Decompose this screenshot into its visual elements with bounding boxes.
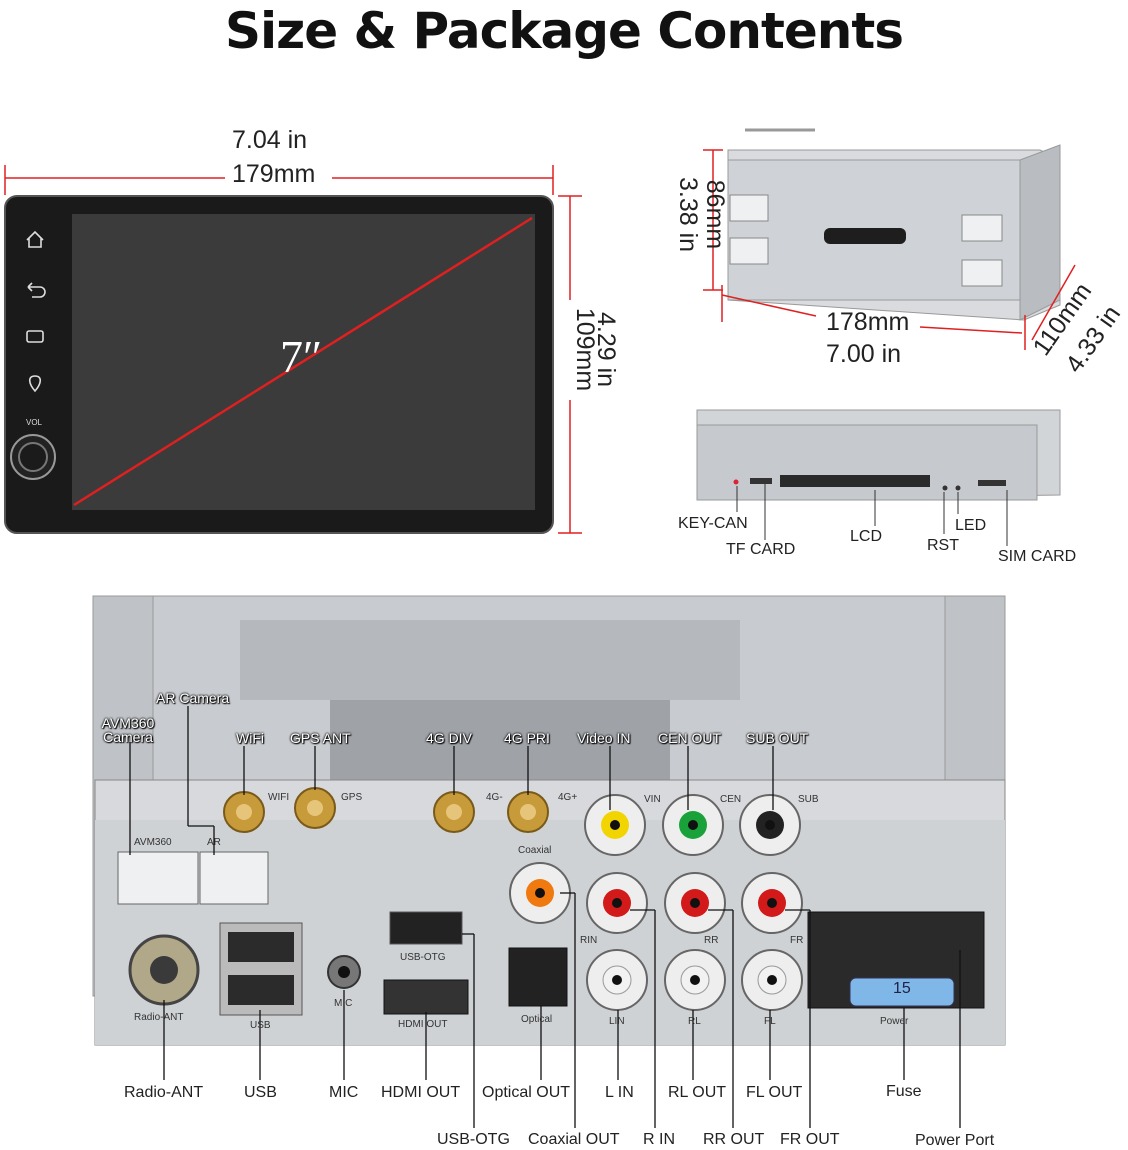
print-wifi: WIFI: [268, 792, 290, 803]
head-unit-dimension-lines: [4, 165, 582, 534]
label-fr-out: FR OUT: [780, 1131, 840, 1148]
cage-height-in: 3.38 in: [674, 176, 703, 253]
label-coaxial-out: Coaxial OUT: [528, 1131, 620, 1148]
vol-label: VOL: [26, 418, 43, 427]
ar-connector: [199, 851, 269, 905]
fuse-value: 15: [893, 980, 911, 997]
4g-pri-label: 4G PRI: [504, 730, 550, 746]
width-in-label: 7.04 in: [232, 126, 308, 154]
avm360-connector: [117, 851, 199, 905]
rear-leader-lines: [129, 706, 961, 1128]
print-ar: AR: [207, 837, 221, 848]
side-panel-unit: [696, 409, 1061, 501]
print-lin: LIN: [609, 1016, 625, 1027]
label-power-port: Power Port: [915, 1132, 995, 1149]
home-icon: [26, 230, 44, 248]
print-vin: VIN: [644, 794, 661, 805]
antenna-connectors: [223, 787, 549, 833]
label-radio-ant: Radio-ANT: [124, 1084, 204, 1101]
sim-card-label: SIM CARD: [998, 548, 1077, 565]
video-in-label: Video IN: [577, 730, 631, 746]
label-usb: USB: [244, 1084, 277, 1101]
print-sub: SUB: [798, 794, 819, 805]
usb-otg-port: [389, 911, 463, 945]
print-rin: RIN: [580, 935, 598, 946]
print-gps: GPS: [341, 792, 363, 803]
label-r-in: R IN: [643, 1131, 675, 1148]
wifi-label: WiFi: [236, 730, 264, 746]
misc-connectors: [117, 851, 985, 1016]
label-fuse: Fuse: [886, 1083, 922, 1100]
rst-label: RST: [927, 537, 959, 554]
print-usb-otg: USB-OTG: [400, 952, 446, 963]
label-mic: MIC: [329, 1084, 359, 1101]
key-can-label: KEY-CAN: [678, 515, 748, 532]
cage-width-mm: 178mm: [826, 308, 910, 336]
print-4g-plus: 4G+: [558, 792, 578, 803]
cage-width-in: 7.00 in: [826, 340, 902, 368]
cen-out-label: CEN OUT: [658, 730, 721, 746]
print-fr: FR: [790, 935, 804, 946]
fuse: [849, 977, 955, 1007]
lcd-label: LCD: [850, 528, 883, 545]
sub-out-label: SUB OUT: [746, 730, 809, 746]
radio-icon: [26, 330, 44, 343]
label-rl-out: RL OUT: [668, 1084, 727, 1101]
screen-diagonal: [73, 216, 533, 507]
print-rr: RR: [704, 935, 719, 946]
height-in-label: 4.29 in: [592, 311, 621, 388]
print-cen: CEN: [720, 794, 742, 805]
avm360-camera-label: AVM360 Camera: [101, 715, 155, 745]
print-mic: MIC: [334, 998, 353, 1009]
print-fl: FL: [764, 1016, 776, 1027]
mounting-cage: [727, 128, 1061, 321]
print-hdmi-out: HDMI OUT: [398, 1019, 448, 1030]
label-optical-out: Optical OUT: [482, 1084, 571, 1101]
side-buttons: [26, 230, 46, 393]
page-title: Size & Package Contents: [224, 2, 904, 60]
cage-height-mm: 86mm: [701, 179, 730, 250]
led-label: LED: [955, 517, 987, 534]
print-coaxial: Coaxial: [518, 845, 552, 856]
print-rl: RL: [688, 1016, 701, 1027]
back-icon: [27, 282, 46, 298]
hdmi-port: [383, 979, 469, 1015]
label-usb-otg: USB-OTG: [437, 1131, 510, 1148]
optical-port: [508, 947, 568, 1007]
label-fl-out: FL OUT: [746, 1084, 803, 1101]
print-4g-minus: 4G-: [486, 792, 503, 803]
label-hdmi-out: HDMI OUT: [381, 1084, 461, 1101]
label-rr-out: RR OUT: [703, 1131, 765, 1148]
print-optical: Optical: [521, 1014, 553, 1025]
side-port-leader-lines: [736, 484, 1008, 546]
4g-div-label: 4G DIV: [426, 730, 472, 746]
print-power: Power: [880, 1016, 909, 1027]
print-usb: USB: [250, 1020, 271, 1031]
tf-card-label: TF CARD: [726, 541, 796, 558]
gps-ant-label: GPS ANT: [290, 730, 351, 746]
screen-size-label: 7″: [280, 331, 323, 382]
print-radio-ant: Radio-ANT: [134, 1012, 184, 1023]
width-mm-label: 179mm: [232, 160, 316, 188]
ar-camera-label: AR Camera: [156, 690, 230, 706]
print-avm360: AVM360: [134, 837, 172, 848]
cage-dimension-lines: [703, 149, 1076, 350]
label-l-in: L IN: [605, 1084, 634, 1101]
location-icon: [28, 375, 42, 393]
